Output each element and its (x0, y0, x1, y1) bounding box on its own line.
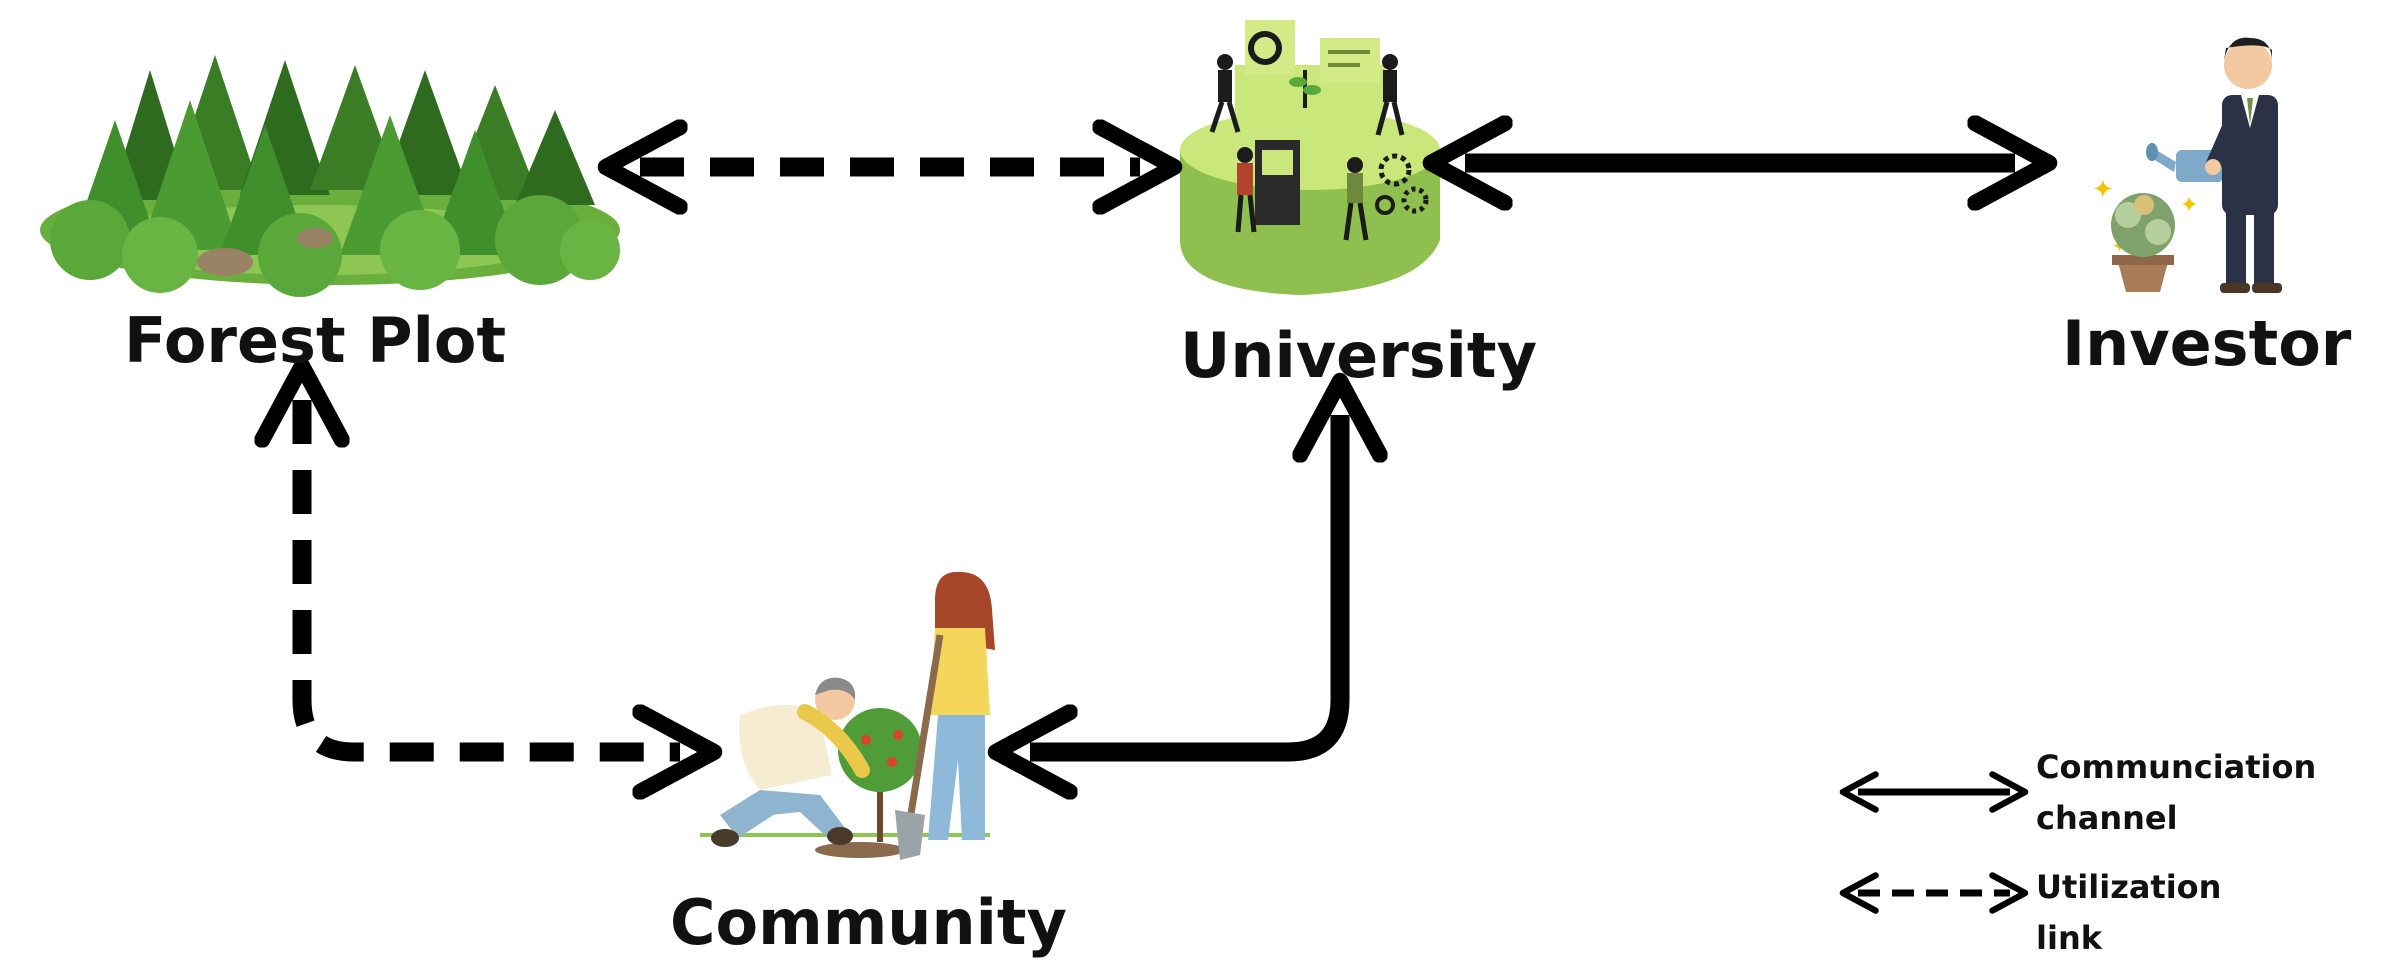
edge-forest-community (302, 400, 680, 752)
forest-icon (40, 55, 620, 297)
legend-communication-label: Communciation channel (2036, 748, 2317, 837)
investor-icon: ✦ ✦ ✦ (2092, 37, 2282, 293)
research-lab-icon (1180, 20, 1440, 295)
legend-utilization-label: Utilization link (2036, 868, 2222, 957)
node-label-university: University (1180, 319, 1537, 392)
node-label-community: Community (670, 886, 1067, 959)
svg-text:✦: ✦ (2092, 175, 2114, 205)
node-label-investor: Investor (2062, 307, 2352, 380)
edge-university-community (1030, 415, 1340, 752)
node-label-forest-plot: Forest Plot (124, 304, 507, 377)
svg-text:✦: ✦ (2180, 193, 2198, 218)
tree-planting-icon (700, 571, 995, 860)
